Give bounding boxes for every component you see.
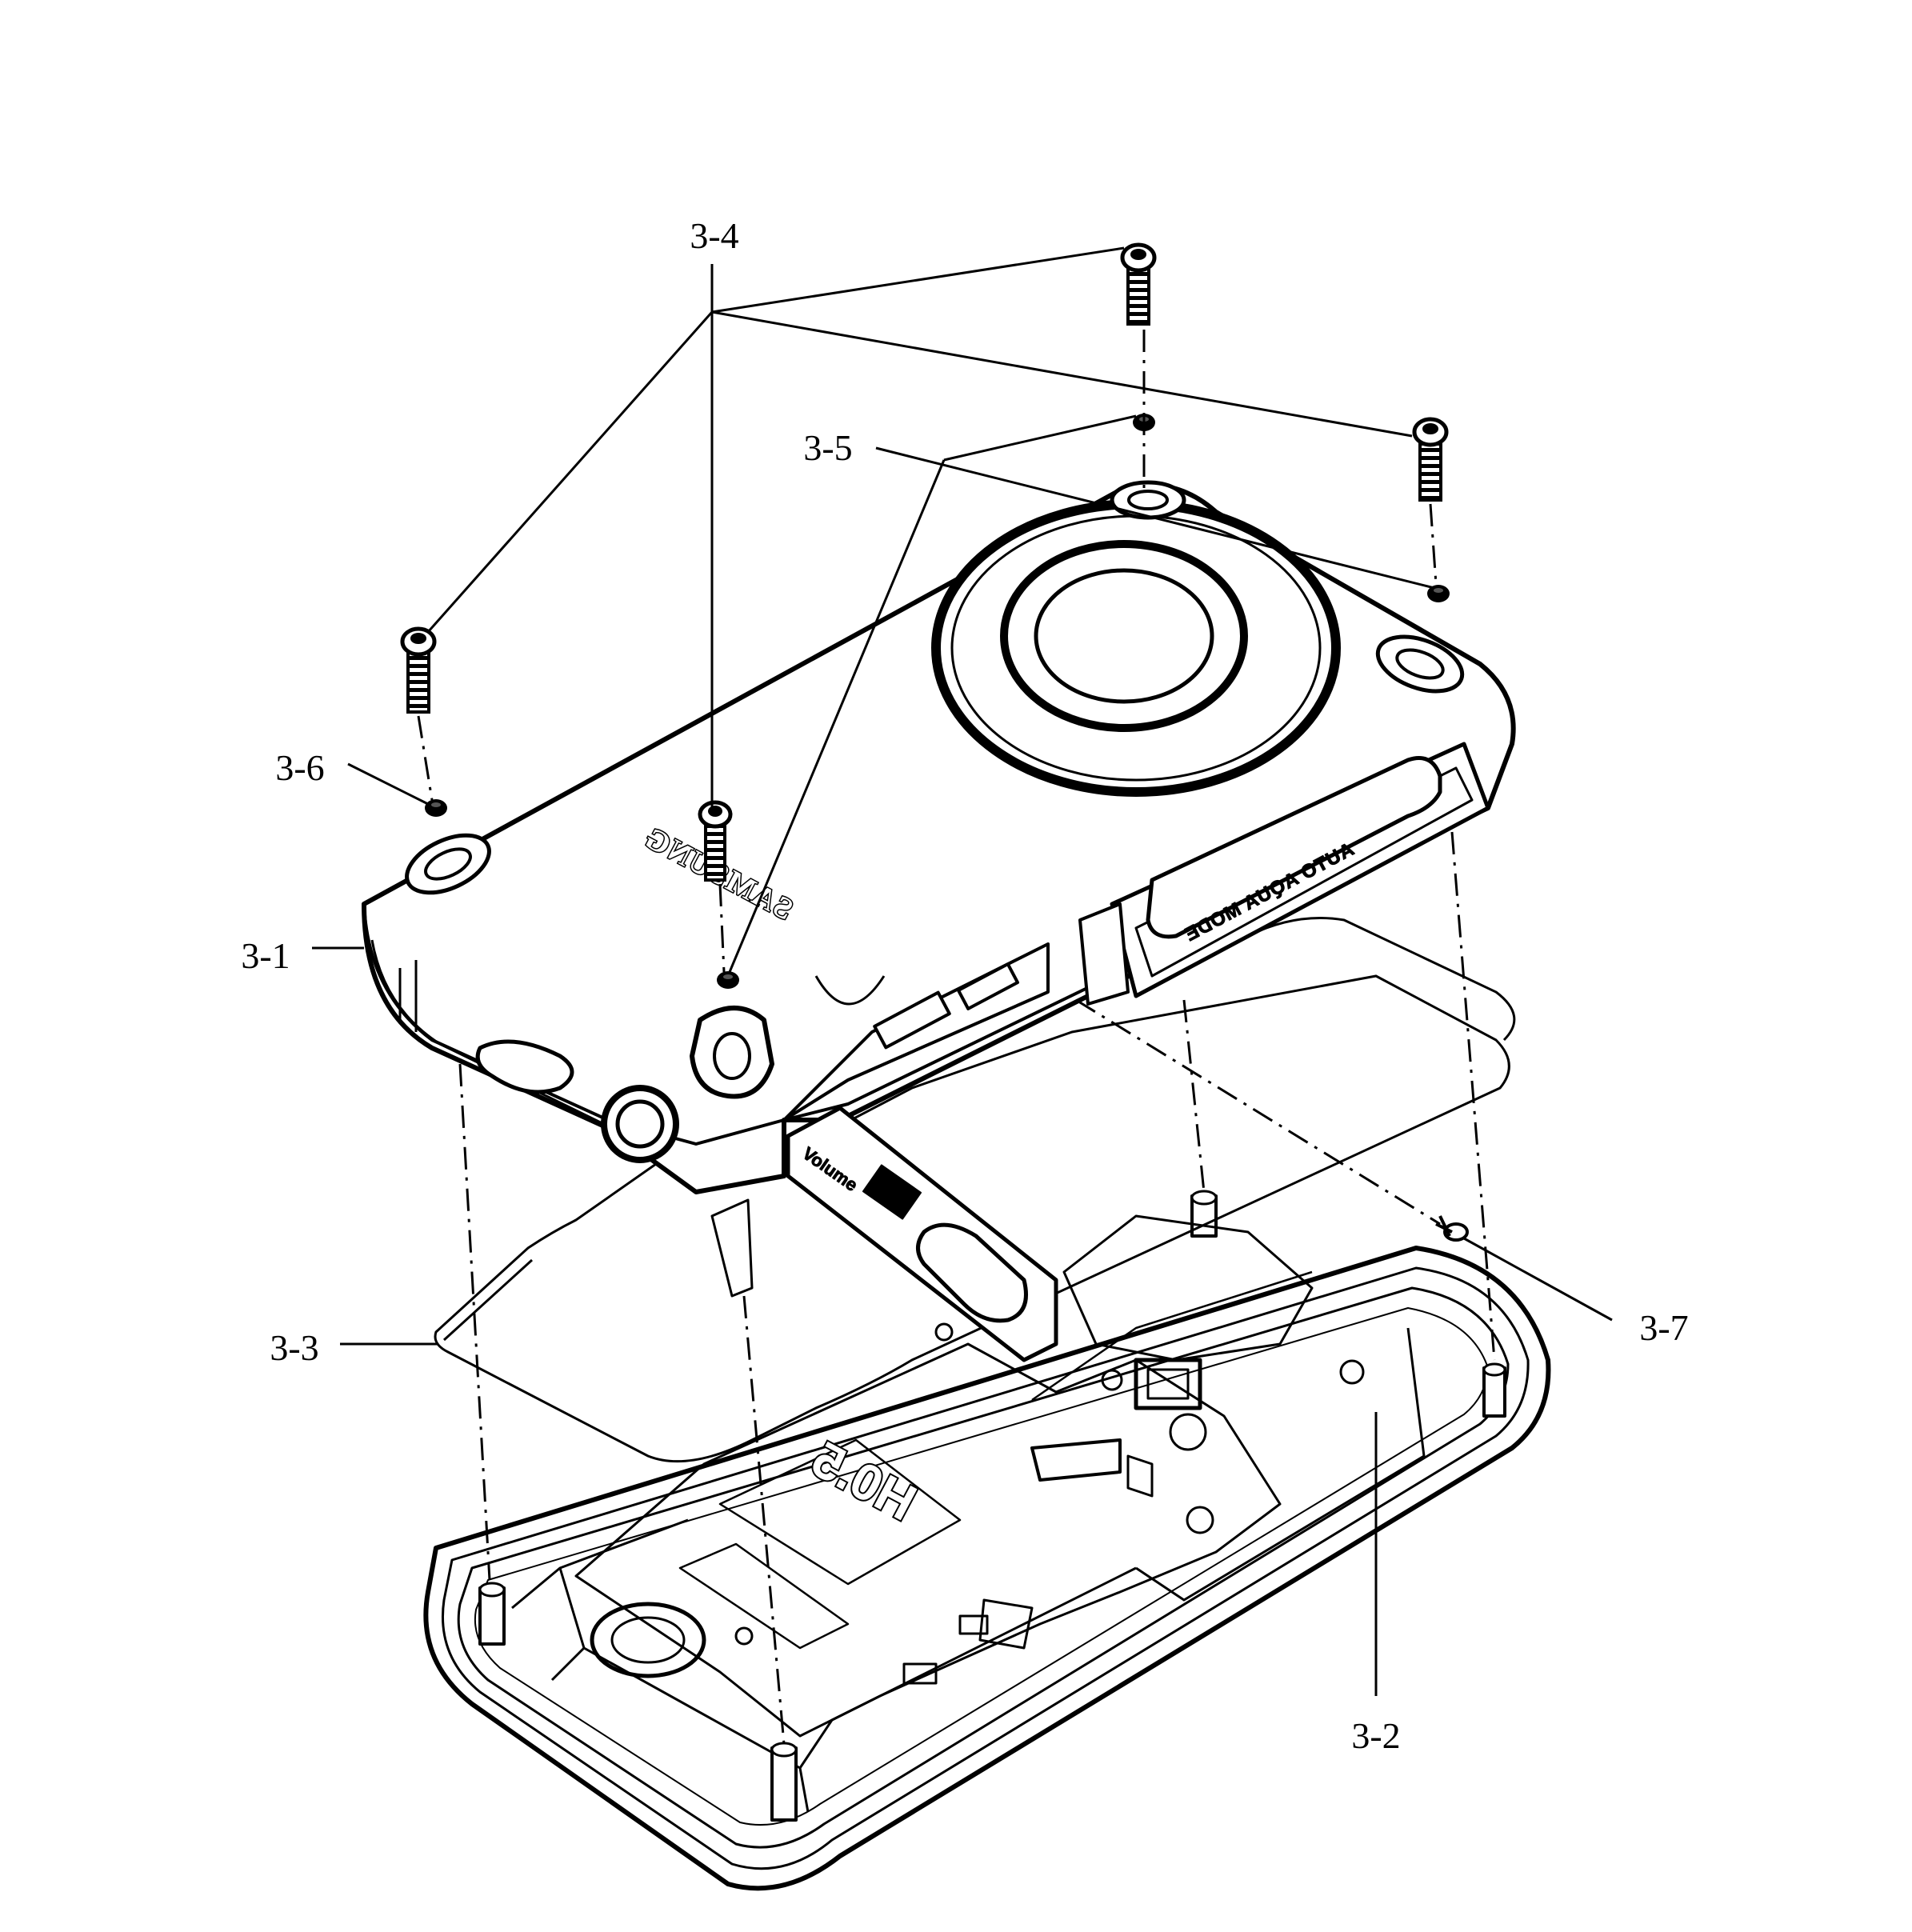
assembly-lines [417,330,1496,1745]
cover-pad-front [690,1006,774,1099]
callout-3-7: 3-7 [1639,1307,1688,1348]
washer-left [425,799,447,817]
small-screw [1435,1215,1469,1242]
callout-3-2: 3-2 [1351,1715,1400,1756]
screw-top [1120,242,1157,326]
washer-center [717,971,739,989]
screw-left [400,626,437,714]
callout-3-6: 3-6 [275,747,324,788]
cover-pad-top [1110,480,1186,520]
callout-3-1: 3-1 [241,935,290,976]
cover-pad-right [1375,634,1465,694]
base-housing [423,1190,1551,1891]
washer-right [1427,585,1450,602]
base-boss-front-right [770,1742,798,1822]
callout-3-4: 3-4 [690,215,738,256]
cover-pad-left [405,833,491,895]
callout-3-3: 3-3 [270,1327,318,1368]
callout-3-5: 3-5 [803,427,852,468]
base-boss-front-left [478,1582,506,1646]
leader-lines [312,246,1613,1696]
base-boss-rear-right [1482,1362,1506,1418]
screw-center [698,800,733,882]
top-cover: AUTO AQUA MODE [362,480,1516,1362]
screw-right [1412,417,1449,502]
